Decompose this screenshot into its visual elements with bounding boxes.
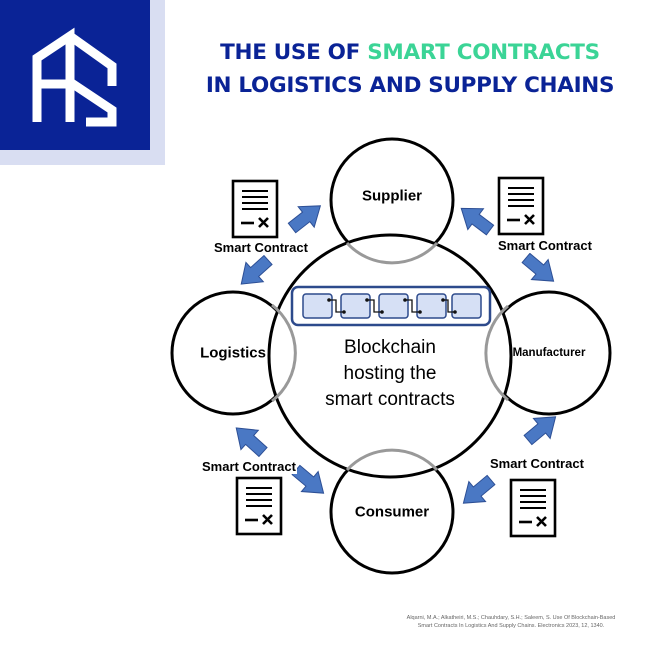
blockchain-center-text: Blockchain hosting the smart contracts: [300, 335, 480, 413]
title-part2: IN LOGISTICS AND SUPPLY CHAINS: [205, 73, 615, 98]
citation-line-1: Alqarni, M.A.; Alkatheiri, M.S.; Chauhda…: [406, 615, 616, 621]
overlap-arc-logistics: [271, 303, 297, 403]
arrow-icon-consumer-to-logistics: [227, 417, 273, 463]
contract-icon-bottom-right: [509, 478, 557, 538]
smart-contract-label-top-right: Smart Contract: [497, 238, 593, 253]
chain-blocks-icon: [290, 285, 492, 327]
fs-monogram-logo: [32, 27, 117, 127]
title-part1: THE USE OF: [220, 40, 368, 65]
overlap-arc-supplier: [345, 241, 439, 265]
smart-contract-label-bottom-right: Smart Contract: [489, 456, 585, 471]
center-line-1: Blockchain: [344, 337, 436, 358]
supplier-label: Supplier: [361, 187, 423, 205]
page-title: THE USE OF SMART CONTRACTS IN LOGISTICS …: [170, 36, 650, 102]
center-line-3: smart contracts: [325, 389, 455, 410]
arrow-icon-to-logistics: [232, 249, 278, 295]
contract-icon-top-right: [497, 176, 545, 236]
citation-line-2: Smart Contracts In Logistics And Supply …: [417, 623, 605, 629]
smart-contract-label-bottom-left: Smart Contract: [201, 459, 297, 474]
overlap-arc-consumer: [345, 448, 439, 472]
arrow-icon-to-manufacturer: [517, 247, 563, 292]
logistics-label: Logistics: [200, 344, 266, 362]
logo: [0, 0, 150, 150]
center-line-2: hosting the: [343, 363, 437, 384]
arrow-icon-from-manufacturer-to-supplier: [452, 197, 499, 241]
arrow-icon-to-supplier: [283, 195, 329, 239]
smart-contract-label-top-left: Smart Contract: [213, 240, 309, 255]
consumer-label: Consumer: [354, 503, 430, 521]
manufacturer-label: Manufacturer: [512, 347, 586, 359]
contract-icon-bottom-left: [235, 476, 283, 536]
contract-icon-top-left: [231, 179, 279, 239]
citation: Alqarni, M.A.; Alkatheiri, M.S.; Chauhda…: [380, 614, 642, 630]
arrow-icon-manufacturer-to-consumer: [454, 469, 500, 514]
overlap-arc-manufacturer: [484, 304, 509, 402]
title-highlight: SMART CONTRACTS: [367, 40, 600, 65]
